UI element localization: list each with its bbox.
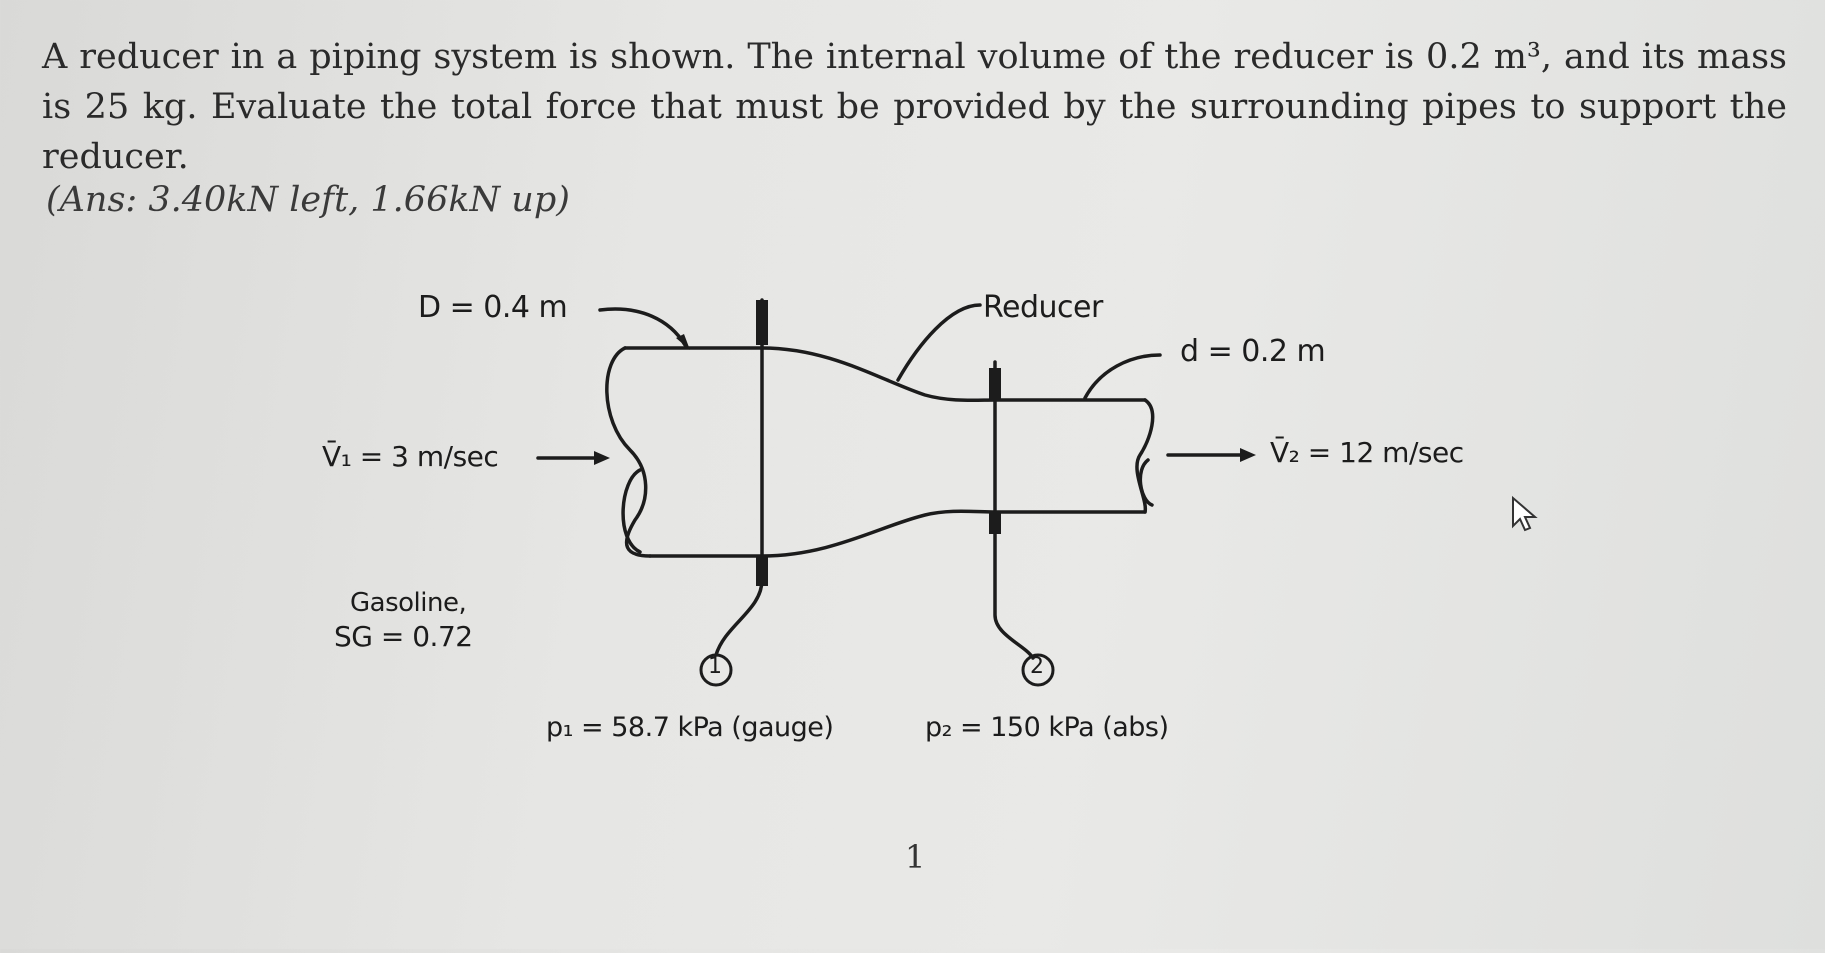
page-number: 1 bbox=[905, 838, 926, 876]
fluid-sg-label: SG = 0.72 bbox=[334, 620, 473, 653]
outlet-velocity-label: V̄₂ = 12 m/sec bbox=[1270, 436, 1464, 469]
flange-1-bottom bbox=[756, 556, 768, 586]
section-1-leader bbox=[714, 578, 764, 657]
small-diameter-label: d = 0.2 m bbox=[1180, 334, 1326, 369]
section-2-leader bbox=[993, 528, 1035, 660]
section-1-circle bbox=[699, 653, 733, 687]
section-2-number: 2 bbox=[1030, 654, 1044, 679]
fluid-name-label: Gasoline, bbox=[350, 588, 467, 618]
section-1-number: 1 bbox=[708, 654, 722, 679]
inlet-arrow-head bbox=[594, 451, 610, 465]
outlet-arrow-head bbox=[1240, 448, 1256, 462]
pressure-1-label: p₁ = 58.7 kPa (gauge) bbox=[546, 712, 834, 743]
problem-text: A reducer in a piping system is shown. T… bbox=[42, 37, 1787, 177]
answer-line: (Ans: 3.40kN left, 1.66kN up) bbox=[46, 180, 570, 220]
section-2-circle bbox=[1021, 653, 1055, 687]
problem-statement: A reducer in a piping system is shown. T… bbox=[42, 32, 1787, 182]
diameter-leader-head bbox=[676, 334, 690, 350]
flange-2-bottom bbox=[989, 512, 1001, 534]
flange-2-top bbox=[989, 368, 1001, 400]
flange-1-top bbox=[756, 300, 768, 345]
diameter-leader bbox=[598, 307, 687, 347]
reducer-bottom-edge bbox=[760, 509, 997, 558]
reducer-top-edge bbox=[760, 346, 997, 403]
pressure-2-label: p₂ = 150 kPa (abs) bbox=[925, 712, 1169, 743]
inlet-break-outer bbox=[605, 346, 652, 558]
inlet-break-inner bbox=[621, 468, 642, 554]
small-diameter-leader bbox=[1083, 353, 1162, 400]
large-diameter-label: D = 0.4 m bbox=[418, 290, 568, 325]
reducer-leader bbox=[896, 303, 982, 382]
outlet-break-inner bbox=[1138, 458, 1154, 507]
reducer-label: Reducer bbox=[983, 290, 1103, 325]
inlet-velocity-label: V̄₁ = 3 m/sec bbox=[322, 440, 499, 473]
mouse-cursor-icon bbox=[1512, 495, 1538, 532]
